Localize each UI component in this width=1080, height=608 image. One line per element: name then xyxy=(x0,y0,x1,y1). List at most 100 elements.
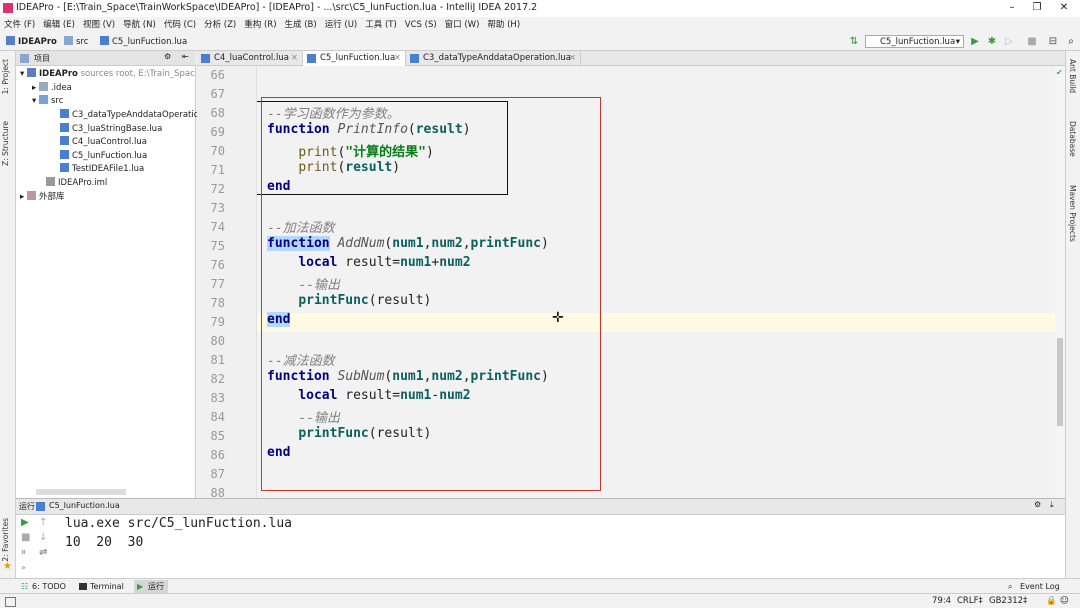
code-line: local result=num1-num2 xyxy=(298,388,471,403)
run-config-select[interactable]: C5_lunFuction.lua▾ xyxy=(865,35,964,48)
tree-item-file[interactable]: C4_luaControl.lua xyxy=(60,136,147,147)
close-icon[interactable]: × xyxy=(393,53,401,63)
maximize-button[interactable]: ❐ xyxy=(1032,2,1042,13)
more-icon[interactable]: » xyxy=(21,563,26,572)
tab-database[interactable]: Database xyxy=(1068,121,1077,157)
console-command: lua.exe src/C5_lunFuction.lua xyxy=(65,516,292,531)
menu-run[interactable]: 运行 (U) xyxy=(324,20,358,30)
stop-icon[interactable]: ■ xyxy=(1027,36,1037,47)
library-icon xyxy=(26,191,36,200)
project-structure-icon[interactable]: ⊟ xyxy=(1048,36,1058,47)
line-number: 70 xyxy=(210,144,225,158)
menu-tools[interactable]: 工具 (T) xyxy=(365,20,397,30)
menu-vcs[interactable]: VCS (S) xyxy=(404,20,437,30)
lua-file-icon xyxy=(60,163,69,172)
lua-file-icon xyxy=(100,36,109,45)
tab-structure[interactable]: Z: Structure xyxy=(1,121,10,166)
caret-position[interactable]: 79:4 xyxy=(932,596,952,606)
line-number: 66 xyxy=(210,68,225,82)
lua-file-icon xyxy=(60,109,69,118)
tree-item-iml[interactable]: IDEAPro.iml xyxy=(46,177,107,188)
check-icon: ✔ xyxy=(1056,68,1063,77)
line-number: 78 xyxy=(210,296,225,310)
lua-file-icon xyxy=(60,136,69,145)
arrow-up-icon[interactable]: ↑ xyxy=(39,517,48,528)
coverage-icon[interactable]: ▷ xyxy=(1005,36,1013,47)
menu-analyze[interactable]: 分析 (Z) xyxy=(204,20,237,30)
gear-icon[interactable]: ⚙ xyxy=(1034,500,1042,509)
code-line: --加法函数 xyxy=(267,221,335,236)
tree-item-file[interactable]: TestIDEAFile1.lua xyxy=(60,163,144,174)
pause-icon[interactable]: ⏸ xyxy=(21,547,26,558)
editor-scrollbar[interactable]: ✔ xyxy=(1055,66,1065,498)
tab-run[interactable]: ▶运行 xyxy=(134,580,168,593)
line-separator[interactable]: CRLF‡ xyxy=(957,596,983,606)
lua-file-icon xyxy=(201,54,210,63)
module-file-icon xyxy=(46,177,55,186)
menu-view[interactable]: 视图 (V) xyxy=(82,20,116,30)
stop-icon[interactable]: ■ xyxy=(21,532,31,543)
menu-help[interactable]: 帮助 (H) xyxy=(487,20,521,30)
breadcrumb-folder[interactable]: src xyxy=(64,36,88,47)
search-icon[interactable]: ⌕ xyxy=(1068,36,1074,47)
tab-event-log[interactable]: ⌕Event Log xyxy=(1008,582,1060,591)
tab-c4-luacontrol[interactable]: C4_luaControl.lua× xyxy=(197,51,303,66)
tab-project[interactable]: 1: Project xyxy=(1,59,10,95)
tab-ant-build[interactable]: Ant Build xyxy=(1068,59,1077,94)
tab-maven-projects[interactable]: Maven Projects xyxy=(1068,185,1077,242)
tree-item-src[interactable]: ▾ src xyxy=(32,95,64,106)
lock-icon[interactable]: 🔒 xyxy=(1046,596,1057,606)
tab-todo[interactable]: ☷6: TODO xyxy=(21,582,66,591)
menu-edit[interactable]: 编辑 (E) xyxy=(43,20,75,30)
tool-window-toggle-icon[interactable] xyxy=(5,597,16,607)
soft-wrap-icon[interactable]: ⇌ xyxy=(39,547,48,558)
bottom-tool-tabs: ☷6: TODO Terminal ▶运行 ⌕Event Log xyxy=(0,578,1080,593)
code-line: end xyxy=(267,179,291,194)
breadcrumb-file[interactable]: C5_lunFuction.lua xyxy=(100,36,187,47)
gear-icon[interactable]: ⚙ xyxy=(164,52,172,61)
scrollbar-thumb[interactable] xyxy=(1057,338,1063,426)
run-icon[interactable]: ▶ xyxy=(971,36,979,47)
menu-code[interactable]: 代码 (C) xyxy=(163,20,197,30)
todo-icon: ☷ xyxy=(21,582,29,591)
menu-build[interactable]: 生成 (B) xyxy=(284,20,317,30)
tree-item-file[interactable]: C3_luaStringBase.lua xyxy=(60,123,162,134)
hide-panel-icon[interactable]: ⤓ xyxy=(1050,500,1054,509)
lua-file-icon xyxy=(307,54,316,63)
breadcrumb-project[interactable]: IDEAPro xyxy=(6,36,57,47)
line-number: 71 xyxy=(210,163,225,177)
file-encoding[interactable]: GB2312‡ xyxy=(989,596,1028,606)
close-icon[interactable]: × xyxy=(568,53,576,63)
tab-terminal[interactable]: Terminal xyxy=(76,580,128,593)
tab-c3-datatype[interactable]: C3_dataTypeAnddataOperation.lua× xyxy=(406,51,581,66)
tree-item-project-root[interactable]: ▾ IDEAPro sources root, E:\Train_Spac xyxy=(20,68,195,79)
tab-c5-lunfuction[interactable]: C5_lunFuction.lua× xyxy=(303,51,406,66)
close-button[interactable]: ✕ xyxy=(1059,2,1069,13)
tree-item-external-libs[interactable]: ▸ 外部库 xyxy=(20,191,65,202)
menu-file[interactable]: 文件 (F) xyxy=(4,20,36,30)
code-editor[interactable]: --学习函数作为参数。 function PrintInfo(result) p… xyxy=(257,66,1065,498)
arrow-down-icon[interactable]: ↓ xyxy=(39,532,48,543)
lua-file-icon xyxy=(60,123,69,132)
menu-refactor[interactable]: 重构 (R) xyxy=(244,20,277,30)
line-number: 73 xyxy=(210,201,225,215)
debug-icon[interactable]: ✱ xyxy=(987,36,997,47)
horizontal-scrollbar[interactable] xyxy=(36,489,126,495)
tree-item-file[interactable]: C3_dataTypeAnddataOperatio xyxy=(60,109,199,120)
build-arrow-icon[interactable]: ⇅ xyxy=(849,36,859,47)
tree-item-idea[interactable]: ▸ .idea xyxy=(32,82,72,93)
menu-window[interactable]: 窗口 (W) xyxy=(444,20,480,30)
move-cursor-icon: ✛ xyxy=(552,310,564,326)
close-icon[interactable]: × xyxy=(290,53,298,63)
project-panel-title: 项目 xyxy=(34,54,50,63)
hide-panel-icon[interactable]: ⇤ xyxy=(182,52,189,61)
rerun-icon[interactable]: ▶ xyxy=(21,517,29,528)
console-output: 10 20 30 xyxy=(65,535,144,550)
inspector-icon[interactable]: ☺ xyxy=(1060,596,1069,606)
menu-navigate[interactable]: 导航 (N) xyxy=(123,20,156,30)
line-number: 83 xyxy=(210,391,225,405)
tree-item-file[interactable]: C5_lunFuction.lua xyxy=(60,150,147,161)
run-config-label[interactable]: C5_lunFuction.lua xyxy=(49,501,120,510)
minimize-button[interactable]: – xyxy=(1009,2,1015,13)
tab-favorites[interactable]: 2: Favorites xyxy=(1,518,10,562)
